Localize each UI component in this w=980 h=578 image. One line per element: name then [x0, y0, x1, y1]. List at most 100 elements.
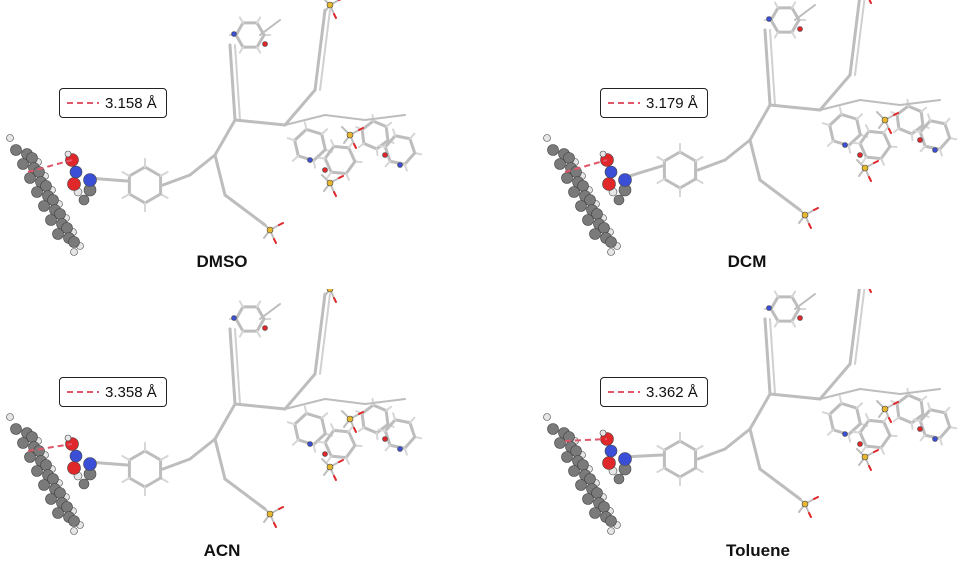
- ring-bond: [867, 129, 886, 135]
- bond: [259, 303, 281, 320]
- contact-distance-line: [564, 159, 608, 173]
- ring-bond: [408, 137, 417, 155]
- hydrogen-bond: [791, 290, 797, 298]
- bond: [769, 29, 776, 106]
- hydrogen-bond: [256, 46, 262, 54]
- bond: [284, 398, 326, 410]
- ring-bond: [143, 165, 163, 178]
- ring-bond: [678, 439, 698, 452]
- nitrogen-atom: [83, 173, 97, 187]
- bond: [818, 362, 852, 401]
- bond: [758, 467, 802, 501]
- hydrogen-bond: [159, 170, 169, 177]
- carbon-atom: [68, 236, 80, 248]
- hydrogen-bond: [694, 444, 704, 451]
- bond: [213, 153, 227, 197]
- oxygen-atom: [602, 177, 616, 191]
- ring-bond: [388, 443, 407, 450]
- oxygen-stub: [808, 223, 812, 229]
- oxygen-atom: [857, 152, 863, 158]
- ring-bond: [371, 403, 388, 413]
- bond: [748, 103, 772, 142]
- ring-bond: [234, 33, 245, 49]
- ring-bond: [897, 415, 914, 425]
- hydrogen-bond: [656, 467, 666, 474]
- ring-bond: [895, 113, 901, 130]
- sulfur-atom: [881, 405, 889, 413]
- oxygen-stub: [813, 207, 819, 211]
- ring-bond: [408, 421, 417, 439]
- hydrogen-bond: [408, 416, 416, 424]
- bond: [319, 293, 331, 375]
- oxygen-atom: [797, 26, 803, 32]
- oxygen-stub: [868, 465, 872, 471]
- oxygen-atom: [382, 152, 388, 158]
- ring-bond: [388, 159, 407, 166]
- bond: [233, 402, 287, 411]
- hydrogen-bond: [347, 425, 354, 433]
- ring-bond: [375, 138, 390, 151]
- hydrogen-atom: [64, 434, 72, 442]
- hydrogen-bond: [694, 155, 704, 162]
- ring-bond: [320, 416, 327, 436]
- bond: [161, 457, 192, 471]
- carbon-atom: [52, 507, 64, 519]
- ring-bond: [362, 141, 379, 151]
- hydrogen-bond: [371, 113, 375, 123]
- ring-bond: [790, 18, 801, 34]
- oxygen-stub: [813, 496, 819, 500]
- bond: [284, 114, 326, 126]
- hydrogen-bond: [312, 159, 317, 169]
- ring-bond: [918, 130, 927, 148]
- carbon-atom: [605, 515, 617, 527]
- hydrogen-bond: [345, 456, 350, 465]
- oxygen-stub: [273, 522, 277, 528]
- hydrogen-bond: [906, 387, 910, 397]
- hydrogen-bond: [912, 129, 922, 134]
- bond: [319, 9, 331, 91]
- ring-bond: [867, 418, 886, 424]
- dashed-line-icon: [67, 102, 99, 104]
- ring-bond: [255, 33, 266, 49]
- hydrogen-bond: [880, 157, 885, 166]
- hydrogen-bond: [326, 455, 333, 463]
- ring-bond: [678, 466, 698, 479]
- carbon-atom: [78, 478, 90, 490]
- oxygen-stub: [358, 411, 364, 415]
- carbon-atom: [31, 465, 43, 477]
- nitrogen-atom: [604, 165, 618, 179]
- oxygen-stub: [333, 297, 337, 303]
- ring-bond: [362, 425, 379, 435]
- ring-bond: [864, 155, 883, 161]
- hydrogen-bond: [330, 423, 335, 432]
- bond: [768, 103, 822, 112]
- bond: [768, 392, 822, 401]
- ring-bond: [906, 104, 923, 114]
- distance-label-box: 3.179 Å: [600, 88, 708, 118]
- hydrogen-bond: [838, 106, 843, 116]
- oxygen-atom: [797, 315, 803, 321]
- hydrogen-bond: [303, 405, 308, 415]
- hydrogen-bond: [312, 443, 317, 453]
- bond: [899, 99, 941, 106]
- carbon-atom: [10, 144, 22, 156]
- hydrogen-bond: [919, 145, 927, 153]
- hydrogen-bond: [256, 16, 262, 24]
- sulfur-atom: [326, 179, 334, 187]
- carbon-atom: [554, 158, 566, 170]
- nitrogen-atom: [231, 315, 237, 321]
- ring-bond: [910, 123, 925, 136]
- hydrogen-bond: [821, 411, 831, 416]
- hydrogen-bond: [347, 141, 354, 149]
- ring-bond: [858, 142, 868, 159]
- hydrogen-bond: [392, 412, 397, 421]
- carbon-atom: [45, 214, 57, 226]
- hydrogen-bond: [773, 320, 779, 328]
- carbon-atom: [554, 437, 566, 449]
- solvent-label: DMSO: [196, 252, 248, 271]
- sulfur-atom: [326, 1, 334, 9]
- bond: [748, 427, 762, 471]
- carbon-atom: [589, 228, 601, 240]
- hydrogen-bond: [345, 172, 350, 181]
- hydrogen-bond: [320, 412, 329, 420]
